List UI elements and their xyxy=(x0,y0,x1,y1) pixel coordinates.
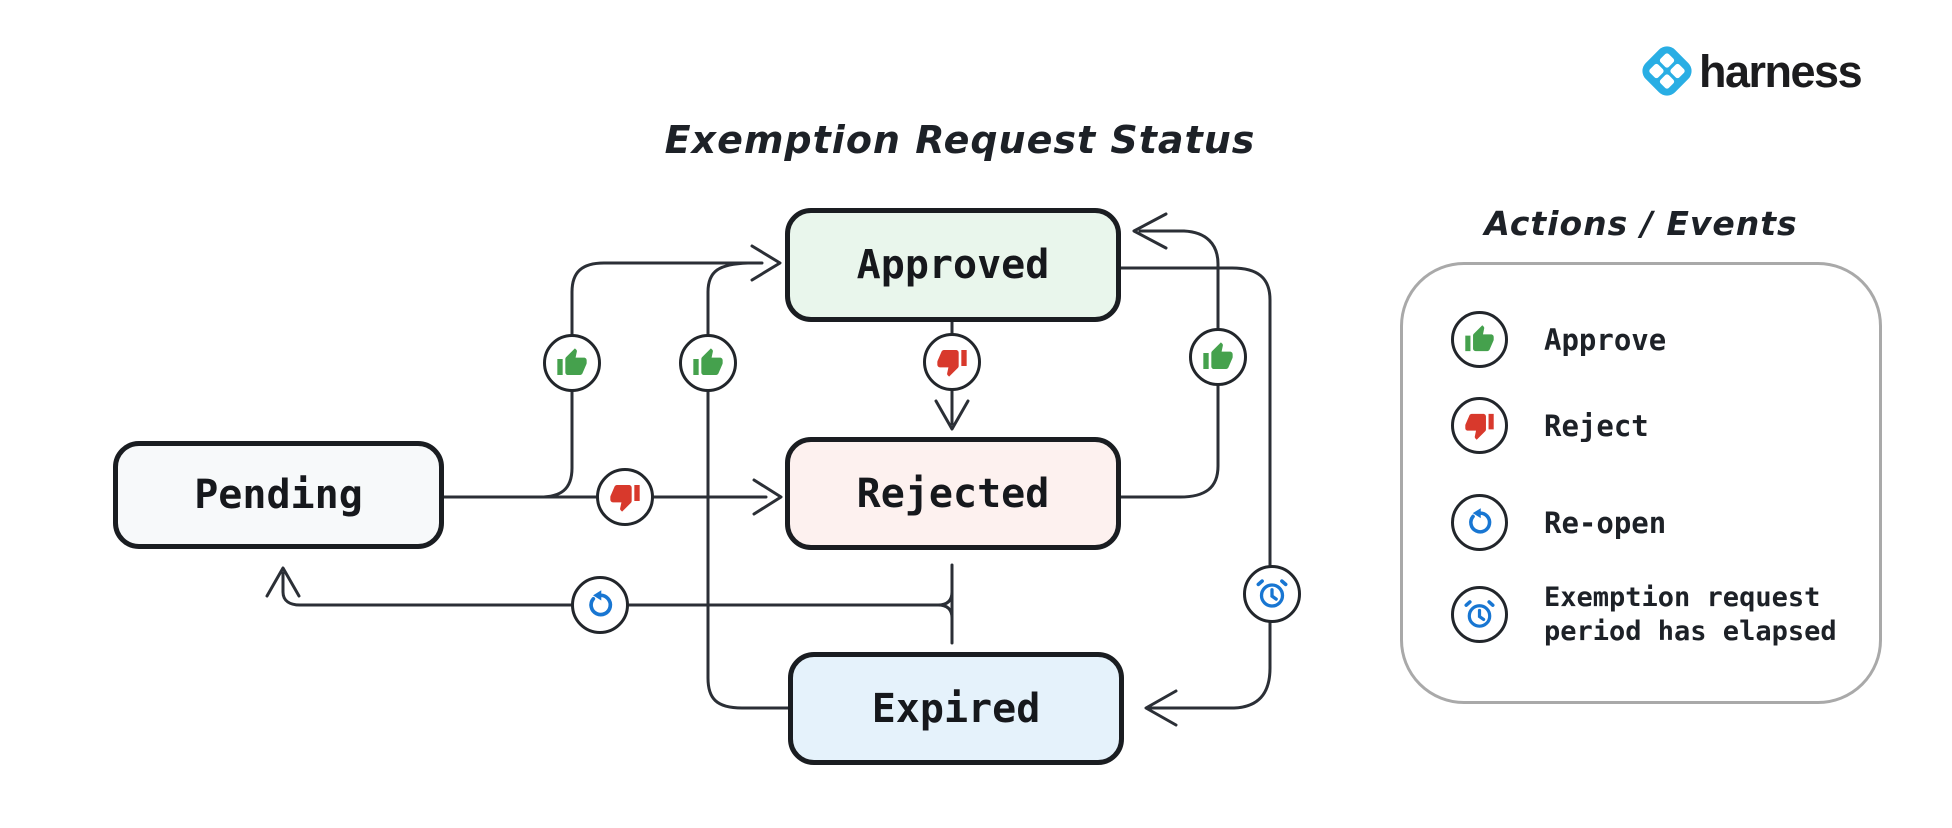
state-expired: Expired xyxy=(788,652,1124,765)
legend-title: Actions / Events xyxy=(1484,204,1798,243)
legend-panel: Approve Reject Re-open xyxy=(1400,262,1882,704)
arrowhead-into-expired xyxy=(1144,689,1178,727)
arrowhead-into-rejected xyxy=(752,478,783,516)
legend-item-approve: Approve xyxy=(1451,311,1666,368)
arrowhead-into-pending xyxy=(265,566,301,598)
harness-logo: harness xyxy=(1638,42,1863,100)
reopen-icon xyxy=(571,576,629,634)
arrowhead-into-approved-left xyxy=(750,244,782,282)
thumbs-down-icon xyxy=(596,468,654,526)
thumbs-down-icon xyxy=(1451,397,1508,454)
thumbs-up-icon xyxy=(1451,311,1508,368)
legend-label: Approve xyxy=(1544,322,1667,357)
legend-item-elapsed: Exemption request period has elapsed xyxy=(1451,581,1879,649)
harness-logo-icon xyxy=(1642,46,1692,96)
state-approved: Approved xyxy=(785,208,1121,322)
edge-reopen-pending xyxy=(281,571,942,607)
legend-label: Re-open xyxy=(1544,505,1667,540)
edge-approved-expired xyxy=(1118,266,1272,710)
thumbs-up-icon xyxy=(679,334,737,392)
arrowhead-into-approved-right xyxy=(1132,212,1168,250)
legend-label: Reject xyxy=(1544,408,1649,443)
reopen-icon xyxy=(1451,494,1508,551)
edge-expired-approved xyxy=(706,261,790,710)
thumbs-up-icon xyxy=(543,334,601,392)
legend-label: Exemption request period has elapsed xyxy=(1544,582,1837,647)
edge-pending-approved xyxy=(538,261,764,499)
thumbs-down-icon xyxy=(923,333,981,391)
state-rejected: Rejected xyxy=(785,437,1121,550)
legend-item-reject: Reject xyxy=(1451,397,1649,454)
legend-item-reopen: Re-open xyxy=(1451,494,1666,551)
junction-arc-up xyxy=(936,590,954,607)
alarm-clock-icon xyxy=(1243,565,1301,623)
brand-name: harness xyxy=(1699,45,1863,97)
thumbs-up-icon xyxy=(1189,328,1247,386)
junction-arc-down xyxy=(936,603,954,620)
alarm-clock-icon xyxy=(1451,586,1508,644)
page-title: Exemption Request Status xyxy=(664,118,1256,162)
state-pending: Pending xyxy=(113,441,444,549)
arrowhead-into-rejected-top xyxy=(934,399,970,431)
